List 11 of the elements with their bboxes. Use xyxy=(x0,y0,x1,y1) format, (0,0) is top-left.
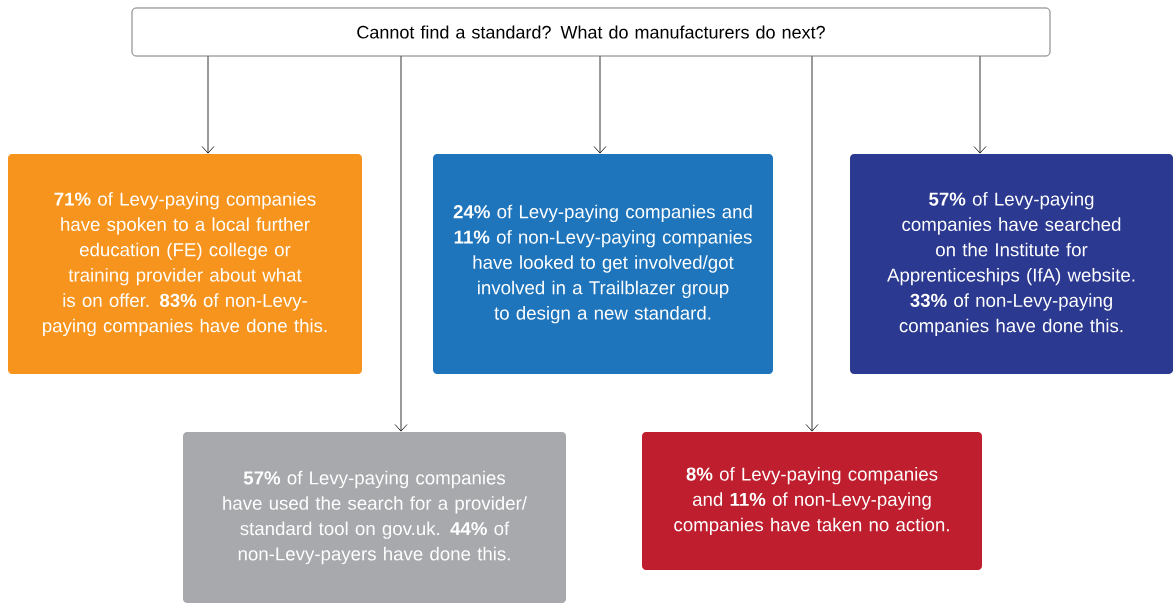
info-box: 24% of Levy-paying companies and 11% of non-Levy-paying companies have looked to get involved/got involved in a Trailblazer group to design a new standard. xyxy=(433,154,773,374)
arrow xyxy=(201,55,215,154)
arrow xyxy=(973,55,987,154)
arrow xyxy=(394,55,408,432)
arrow xyxy=(593,55,607,154)
info-box: 57% of Levy-paying companies have used the search for a provider/ standard tool on gov.uk. 44% of non-Levy-payers have done this. xyxy=(183,432,566,603)
title-box: Cannot find a standard? What do manufacturers do next? xyxy=(131,7,1051,57)
info-box: 57% of Levy-paying companies have searched on the Institute for Apprenticeships (IfA) website. 33% of non-Levy-paying companies have done this. xyxy=(850,154,1173,374)
info-box: 71% of Levy-paying companies have spoken to a local further education (FE) college or training provider about what is on offer. 83% of non-Levy-paying companies have done this. xyxy=(8,154,362,374)
info-box: 8% of Levy-paying companies and 11% of non-Levy-paying companies have taken no action. xyxy=(642,432,982,570)
arrow xyxy=(805,55,819,432)
